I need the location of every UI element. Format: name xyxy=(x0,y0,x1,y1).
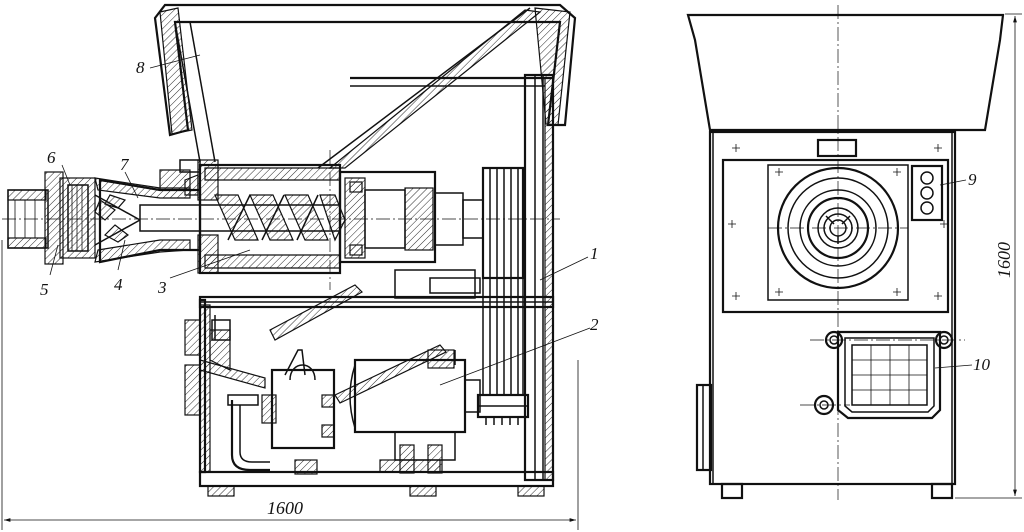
lower-assembly xyxy=(199,269,481,475)
front-hopper xyxy=(686,13,1005,132)
leader-lines xyxy=(49,54,591,386)
callout-7: 7 xyxy=(120,155,130,174)
plate-screws xyxy=(728,144,948,300)
callout-8: 8 xyxy=(136,58,145,77)
callout-3: 3 xyxy=(157,278,167,297)
callout-1: 1 xyxy=(590,244,599,263)
v-belts xyxy=(482,278,524,395)
length-dimension-label: 1600 xyxy=(267,498,303,518)
electric-motor xyxy=(349,349,481,474)
callout-4: 4 xyxy=(114,275,123,294)
front-view: 9 10 xyxy=(686,5,1022,500)
grinding-head xyxy=(7,169,202,265)
height-dimension: 1600 xyxy=(955,13,1022,499)
lower-pulley xyxy=(476,393,530,425)
frame xyxy=(184,73,555,497)
product-tray: 10 xyxy=(824,330,991,420)
screw-housing xyxy=(179,159,342,275)
callout-6: 6 xyxy=(47,148,56,167)
front-body xyxy=(708,130,957,486)
upper-pulley xyxy=(481,166,525,280)
auger-screw xyxy=(139,194,346,242)
callout-5: 5 xyxy=(40,280,49,299)
length-dimension: 1600 xyxy=(1,240,579,530)
height-dimension-label: 1600 xyxy=(994,242,1014,278)
bearing-block xyxy=(338,170,484,264)
callout-2: 2 xyxy=(590,315,599,334)
side-section-view: 8 6 7 5 4 3 1 2 1600 xyxy=(1,3,599,530)
callout-9: 9 xyxy=(968,170,977,189)
control-panel: 9 xyxy=(910,164,977,222)
callout-10: 10 xyxy=(973,355,991,374)
motor-plate xyxy=(721,158,950,314)
